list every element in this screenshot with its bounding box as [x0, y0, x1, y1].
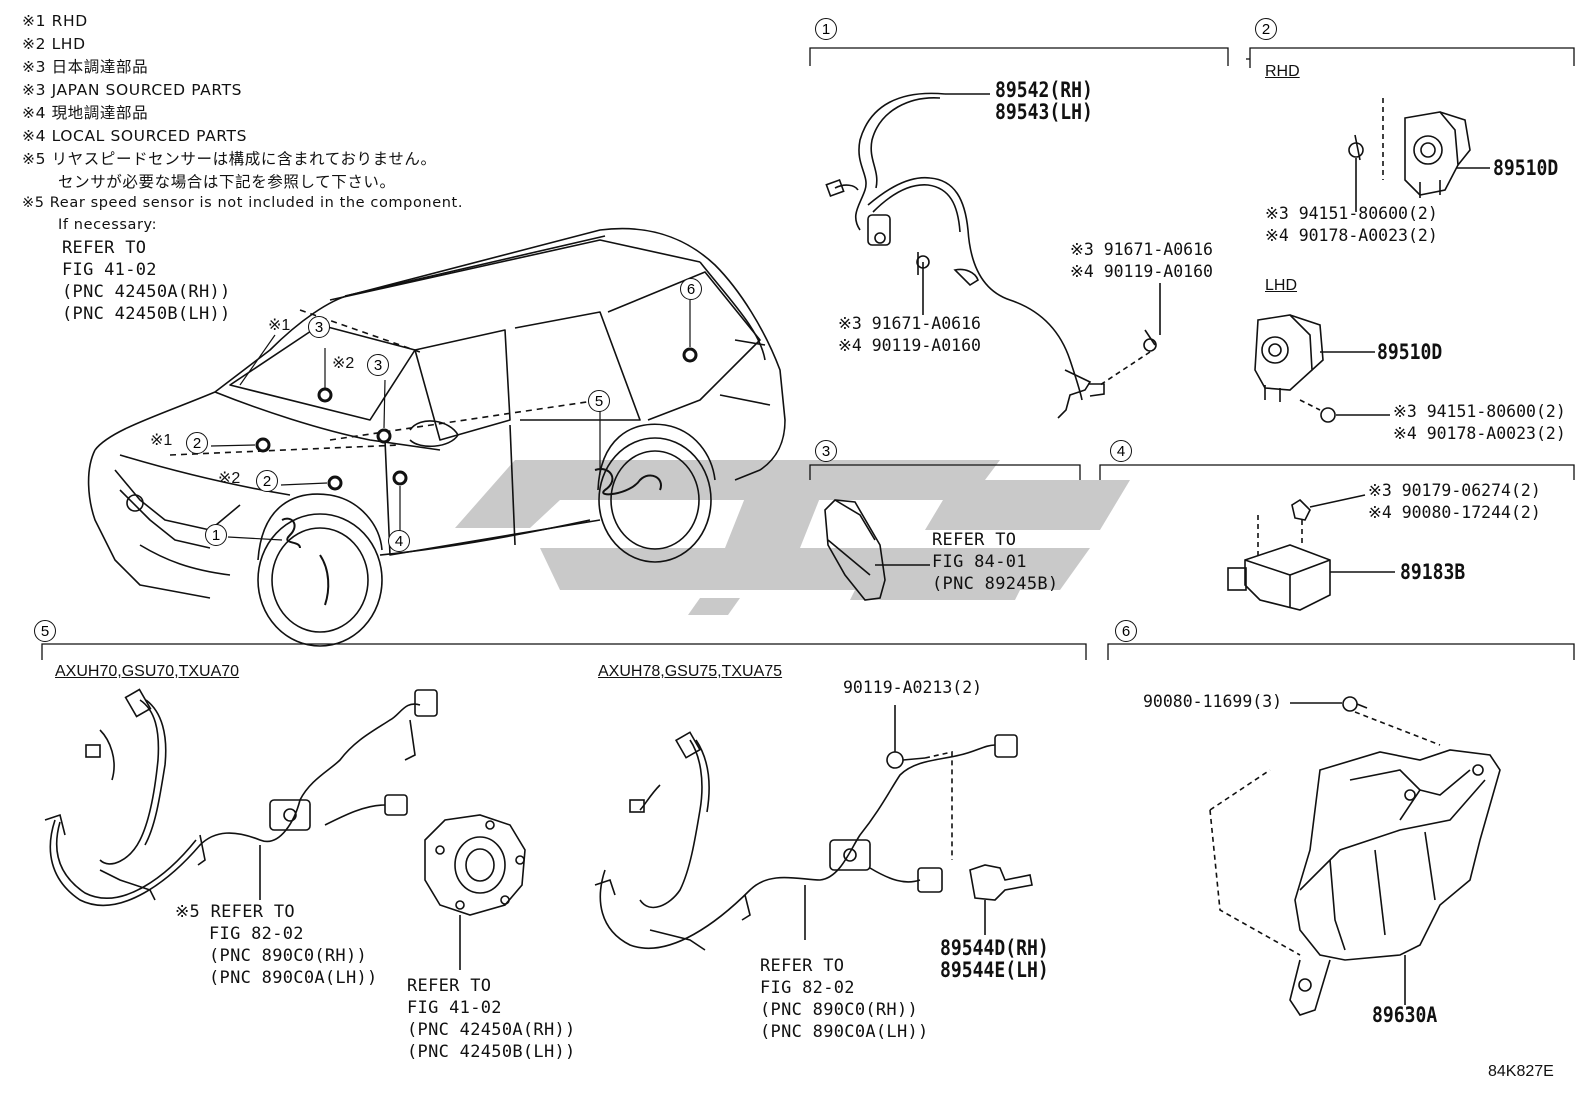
- callout-1: 1: [205, 524, 227, 546]
- car-note-lhd-a: ※2: [332, 355, 355, 372]
- sec5-hub-ref-line1: REFER TO: [407, 976, 492, 996]
- note-rear-sensor-jp-2: センサが必要な場合は下記を参照して下さい。: [58, 173, 396, 191]
- sec2-lhd-label: LHD: [1265, 277, 1298, 294]
- sec4-nut-local: ※4 90080-17244(2): [1368, 503, 1541, 522]
- note-lhd: ※2 LHD: [22, 35, 86, 53]
- section-5-number: 5: [34, 620, 56, 642]
- sec5-ref-a-line1: ※5 REFER TO: [175, 902, 295, 922]
- sec5-harness-a-drawing: [44, 688, 438, 907]
- sec6-ecu-drawing: [1209, 696, 1501, 1016]
- note-local-sourced: ※4 LOCAL SOURCED PARTS: [22, 127, 248, 145]
- sec5-ref-b-line4: (PNC 890C0A(LH)): [760, 1022, 929, 1042]
- part-89510d-lhd: 89510D: [1377, 340, 1443, 364]
- watermark-logo: [455, 460, 1130, 615]
- section-2-number: 2: [1255, 18, 1277, 40]
- locator-dots: [255, 347, 698, 491]
- sec1-bolt-left-jp: ※3 91671-A0616: [838, 314, 981, 333]
- car-note-lhd-b: ※2: [218, 470, 241, 487]
- sec2-lhd-nut-local: ※4 90178-A0023(2): [1393, 424, 1566, 443]
- sec5-harness-b-drawing: [594, 705, 1033, 951]
- part-89543-lh: 89543(LH): [995, 100, 1093, 124]
- sec5-ref-a-line3: (PNC 890C0(RH)): [209, 946, 368, 966]
- section-brackets: [41, 47, 1575, 660]
- locator-leaders: [210, 300, 691, 541]
- callout-5: 5: [588, 390, 610, 412]
- car-wiring: [281, 468, 662, 606]
- section-3-number: 3: [815, 440, 837, 462]
- sec4-nut-jp: ※3 90179-06274(2): [1368, 481, 1541, 500]
- drawing-code: 84K827E: [1488, 1063, 1554, 1080]
- sec1-sensor-drawing: [825, 92, 1161, 419]
- sec2-rhd-nut-local: ※4 90178-A0023(2): [1265, 226, 1438, 245]
- sec5-bolt: 90119-A0213(2): [843, 678, 983, 697]
- part-89542-rh: 89542(RH): [995, 78, 1093, 102]
- note-rear-sensor-jp: ※5 リヤスピードセンサーは構成に含まれておりません。: [22, 150, 437, 168]
- callout-3a: 3: [308, 316, 330, 338]
- car-note-rhd-a: ※1: [268, 317, 291, 334]
- sec5-ref-a-line4: (PNC 890C0A(LH)): [209, 968, 378, 988]
- part-89544d-rh: 89544D(RH): [940, 936, 1049, 960]
- sec3-ref-line3: (PNC 89245B): [932, 574, 1059, 594]
- sec1-bolt-right-jp: ※3 91671-A0616: [1070, 240, 1213, 259]
- ref-main-line3: (PNC 42450A(RH)): [62, 282, 231, 302]
- sec5-model-b: AXUH78,GSU75,TXUA75: [598, 663, 783, 680]
- car-note-rhd-b: ※1: [150, 432, 173, 449]
- ref-main-line1: REFER TO: [62, 238, 147, 258]
- part-89183b: 89183B: [1400, 560, 1466, 584]
- sec5-hub-drawing: [424, 814, 526, 970]
- section-1-number: 1: [815, 18, 837, 40]
- sec5-model-a: AXUH70,GSU70,TXUA70: [55, 663, 240, 680]
- callout-6: 6: [680, 278, 702, 300]
- sec2-lhd-nut-jp: ※3 94151-80600(2): [1393, 402, 1566, 421]
- sec1-bolt-left-local: ※4 90119-A0160: [838, 336, 981, 355]
- note-if-necessary: If necessary:: [58, 217, 158, 233]
- note-jp-sourced: ※3 JAPAN SOURCED PARTS: [22, 81, 243, 99]
- sec5-hub-ref-line2: FIG 41-02: [407, 998, 502, 1018]
- sec5-ref-b-line1: REFER TO: [760, 956, 845, 976]
- vehicle-outline: [87, 227, 786, 647]
- sec2-rhd-label: RHD: [1265, 63, 1300, 80]
- ref-main-line4: (PNC 42450B(LH)): [62, 304, 231, 324]
- sec2-rhd-nut-jp: ※3 94151-80600(2): [1265, 204, 1438, 223]
- sec6-bolt: 90080-11699(3): [1143, 692, 1283, 711]
- note-jp-sourced-jp: ※3 日本調達部品: [22, 58, 149, 76]
- sec3-sensor-drawing: [824, 499, 930, 601]
- callout-4: 4: [388, 530, 410, 552]
- sec1-bolt-right-local: ※4 90119-A0160: [1070, 262, 1213, 281]
- sec4-sensor-drawing: [1227, 494, 1395, 611]
- sec5-ref-b-line3: (PNC 890C0(RH)): [760, 1000, 919, 1020]
- sec3-ref-line2: FIG 84-01: [932, 552, 1027, 572]
- callout-3b: 3: [367, 354, 389, 376]
- part-89510d-rhd: 89510D: [1493, 156, 1559, 180]
- callout-2b: 2: [256, 470, 278, 492]
- sec5-hub-ref-line3: (PNC 42450A(RH)): [407, 1020, 576, 1040]
- note-rhd: ※1 RHD: [22, 12, 88, 30]
- part-89544e-lh: 89544E(LH): [940, 958, 1049, 982]
- note-local-sourced-jp: ※4 現地調達部品: [22, 104, 149, 122]
- callout-2a: 2: [186, 432, 208, 454]
- sec5-ref-a-line2: FIG 82-02: [209, 924, 304, 944]
- ref-main-line2: FIG 41-02: [62, 260, 157, 280]
- sec3-ref-line1: REFER TO: [932, 530, 1017, 550]
- note-rear-sensor: ※5 Rear speed sensor is not included in …: [22, 195, 464, 211]
- sec5-ref-b-line2: FIG 82-02: [760, 978, 855, 998]
- sec2-sensor-drawing: [1254, 98, 1490, 423]
- part-89630a: 89630A: [1372, 1003, 1438, 1027]
- sec5-hub-ref-line4: (PNC 42450B(LH)): [407, 1042, 576, 1062]
- section-4-number: 4: [1110, 440, 1132, 462]
- section-6-number: 6: [1115, 620, 1137, 642]
